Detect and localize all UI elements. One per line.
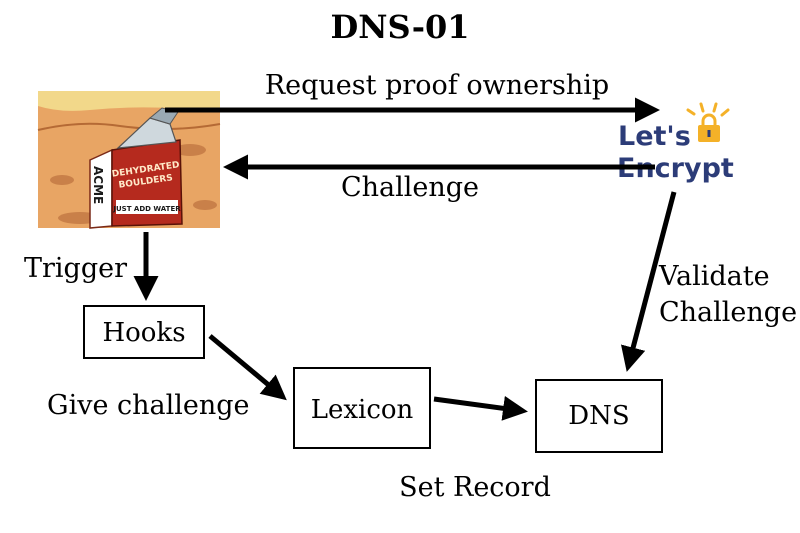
give-challenge-label: Give challenge <box>47 390 250 421</box>
logo-line1: Let's <box>618 121 691 152</box>
letsencrypt-logo: Let's Encrypt <box>617 102 734 184</box>
hooks-label: Hooks <box>102 318 185 348</box>
validate-label-line2: Challenge <box>659 297 797 328</box>
lexicon-label: Lexicon <box>311 395 414 425</box>
give-challenge-arrow <box>208 334 287 401</box>
sun-rays-icon <box>686 102 730 117</box>
validate-arrow <box>620 191 677 372</box>
dns-label: DNS <box>568 401 629 431</box>
validate-label-line1: Validate <box>658 261 770 292</box>
acme-box-line3: JUST ADD WATER <box>112 205 181 213</box>
acme-brand-text: ACME <box>91 166 105 204</box>
dns-node: DNS <box>535 379 663 453</box>
padlock-icon <box>698 113 720 142</box>
request-label: Request proof ownership <box>265 70 609 101</box>
lexicon-node: Lexicon <box>293 367 431 449</box>
acme-client-illustration: ACME DEHYDRATED BOULDERS JUST ADD WATER <box>37 91 221 229</box>
hooks-node: Hooks <box>83 305 205 359</box>
set-record-arrow <box>433 395 528 421</box>
diagram-title: DNS-01 <box>330 8 469 46</box>
trigger-label: Trigger <box>24 253 127 284</box>
challenge-label: Challenge <box>341 172 479 203</box>
set-record-label: Set Record <box>399 472 551 503</box>
